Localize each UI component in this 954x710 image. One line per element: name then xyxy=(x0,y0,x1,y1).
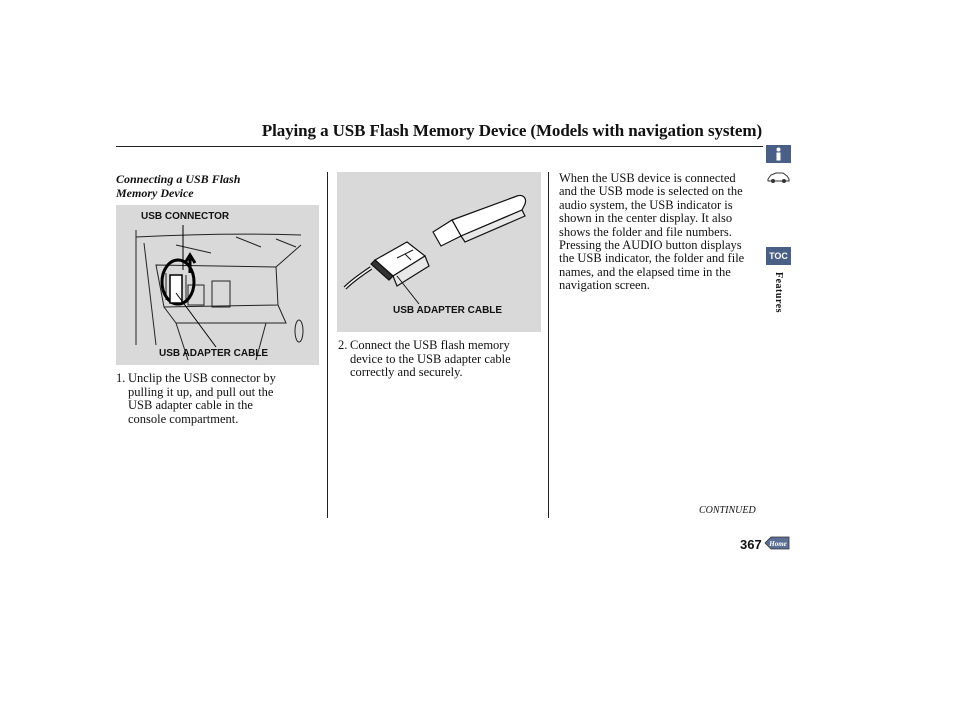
continued-label: CONTINUED xyxy=(699,505,756,516)
column-divider-right xyxy=(548,172,549,518)
usb-description: When the USB device is connected and the… xyxy=(559,171,764,293)
info-icon[interactable] xyxy=(766,145,791,163)
step-1: 1. Unclip the USB connector by pulling i… xyxy=(116,371,321,432)
text-line: and the USB mode is selected on the xyxy=(559,184,743,199)
title-rule xyxy=(116,146,763,147)
step-line: USB adapter cable in the xyxy=(128,398,253,412)
text-line: When the USB device is connected xyxy=(559,171,736,185)
step-number: 1. xyxy=(116,371,126,385)
text-line: navigation screen. xyxy=(559,278,650,293)
console-usb-figure: USB CONNECTOR USB ADAPTER CABLE xyxy=(116,205,319,365)
text-line: Pressing the AUDIO button displays xyxy=(559,238,742,253)
callout-usb-adapter-cable-2: USB ADAPTER CABLE xyxy=(393,305,503,316)
step-text: Unclip the USB connector by pulling it u… xyxy=(128,371,276,426)
step-text: Connect the USB flash memory device to t… xyxy=(350,338,511,380)
step-line: console compartment. xyxy=(128,411,239,426)
text-line: the USB indicator, the folder and file xyxy=(559,251,745,266)
section-tab-features: Features xyxy=(773,272,784,314)
text-line: shown in the center display. It also xyxy=(559,211,733,226)
toc-button[interactable]: TOC xyxy=(766,247,791,265)
step-line: pulling it up, and pull out the xyxy=(128,384,274,399)
text-line: shows the folder and file numbers. xyxy=(559,224,732,239)
section-subheading: Connecting a USB Flash Memory Device xyxy=(116,172,241,200)
column-divider-left xyxy=(327,172,328,518)
page-number: 367 xyxy=(740,537,762,552)
home-icon[interactable]: Home xyxy=(763,536,791,550)
car-icon[interactable] xyxy=(766,169,791,185)
callout-usb-adapter-cable: USB ADAPTER CABLE xyxy=(159,348,269,359)
home-label: Home xyxy=(768,540,787,548)
step-2: 2. Connect the USB flash memory device t… xyxy=(338,338,543,384)
step-line: Connect the USB flash memory xyxy=(350,338,510,352)
step-number: 2. xyxy=(338,338,348,352)
text-line: audio system, the USB indicator is xyxy=(559,197,733,212)
text-line: names, and the elapsed time in the xyxy=(559,264,731,279)
callout-usb-connector: USB CONNECTOR xyxy=(141,211,230,222)
console-illustration xyxy=(135,225,304,361)
usb-drive-illustration xyxy=(343,194,527,305)
page-title: Playing a USB Flash Memory Device (Model… xyxy=(261,121,762,140)
home-badge: Home xyxy=(764,536,790,550)
step-line: correctly and securely. xyxy=(350,365,463,379)
step-line: Unclip the USB connector by xyxy=(128,371,276,385)
usb-drive-figure: USB ADAPTER CABLE xyxy=(337,172,541,332)
step-line: device to the USB adapter cable xyxy=(350,351,511,366)
